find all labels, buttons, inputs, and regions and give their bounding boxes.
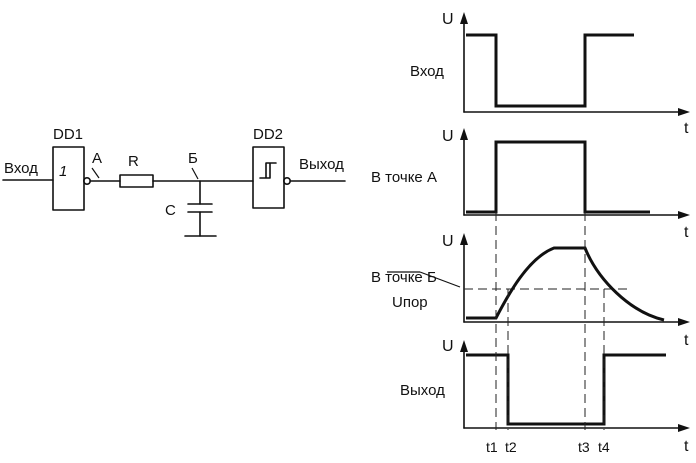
t-axis-label: t [684, 438, 689, 455]
u-axis-label: U [442, 338, 454, 355]
threshold-label: Uпор [392, 294, 428, 311]
input-waveform [466, 33, 634, 108]
gate2-box [252, 146, 285, 209]
channel-output: U t Выход [400, 338, 690, 455]
gate1-label: DD1 [53, 126, 83, 143]
node-b-label: Б [188, 150, 198, 167]
node-a-waveform [466, 140, 650, 214]
t-axis-arrow-icon [678, 211, 690, 219]
t-axis-arrow-icon [678, 318, 690, 326]
time-marker-labels: t1 t2 t3 t4 [486, 439, 610, 455]
channel-b-label: В точке Б [371, 269, 437, 286]
time-marker-label: t2 [505, 439, 517, 455]
t-axis-label: t [684, 224, 689, 241]
channel-b: U t В точке Б Uпор [371, 233, 690, 349]
circuit-schematic: Вход DD1 1 А R Б C DD2 Выход [2, 126, 346, 237]
resistor-label: R [128, 153, 139, 170]
channel-input-label: Вход [410, 63, 444, 80]
u-axis-label: U [442, 11, 454, 28]
timing-diagrams: U t Вход U t В точке А U t В точке Б Uпо… [371, 11, 690, 455]
gate1-box [52, 146, 85, 211]
node-a-leader [91, 167, 100, 179]
gate2-label: DD2 [253, 126, 283, 143]
resistor-body [119, 174, 154, 188]
t-axis-arrow-icon [678, 108, 690, 116]
time-marker-label: t3 [578, 439, 590, 455]
time-marker-label: t1 [486, 439, 498, 455]
channel-output-label: Выход [400, 382, 445, 399]
channel-b-label-leader [419, 271, 461, 288]
time-marker-label: t4 [598, 439, 610, 455]
u-axis-arrow-icon [460, 233, 468, 245]
u-axis-arrow-icon [460, 12, 468, 24]
node-b-leader [191, 167, 199, 180]
channel-input: U t Вход [410, 11, 690, 137]
output-waveform [466, 353, 666, 426]
gate1-symbol: 1 [59, 163, 67, 180]
capacitor-label: C [165, 202, 176, 219]
t-axis-label: t [684, 120, 689, 137]
t-axis-label: t [684, 332, 689, 349]
circuit-input-label: Вход [4, 160, 38, 177]
node-a-label: А [92, 150, 102, 167]
u-axis-arrow-icon [460, 128, 468, 140]
u-axis-label: U [442, 233, 454, 250]
u-axis-label: U [442, 128, 454, 145]
node-b-waveform [466, 246, 665, 322]
time-marker-lines [495, 212, 605, 430]
schmitt-trigger-icon [259, 162, 277, 179]
channel-a-label: В точке А [371, 169, 437, 186]
u-axis-arrow-icon [460, 340, 468, 352]
t-axis-arrow-icon [678, 424, 690, 432]
channel-a: U t В точке А [371, 128, 690, 241]
circuit-output-label: Выход [299, 156, 344, 173]
